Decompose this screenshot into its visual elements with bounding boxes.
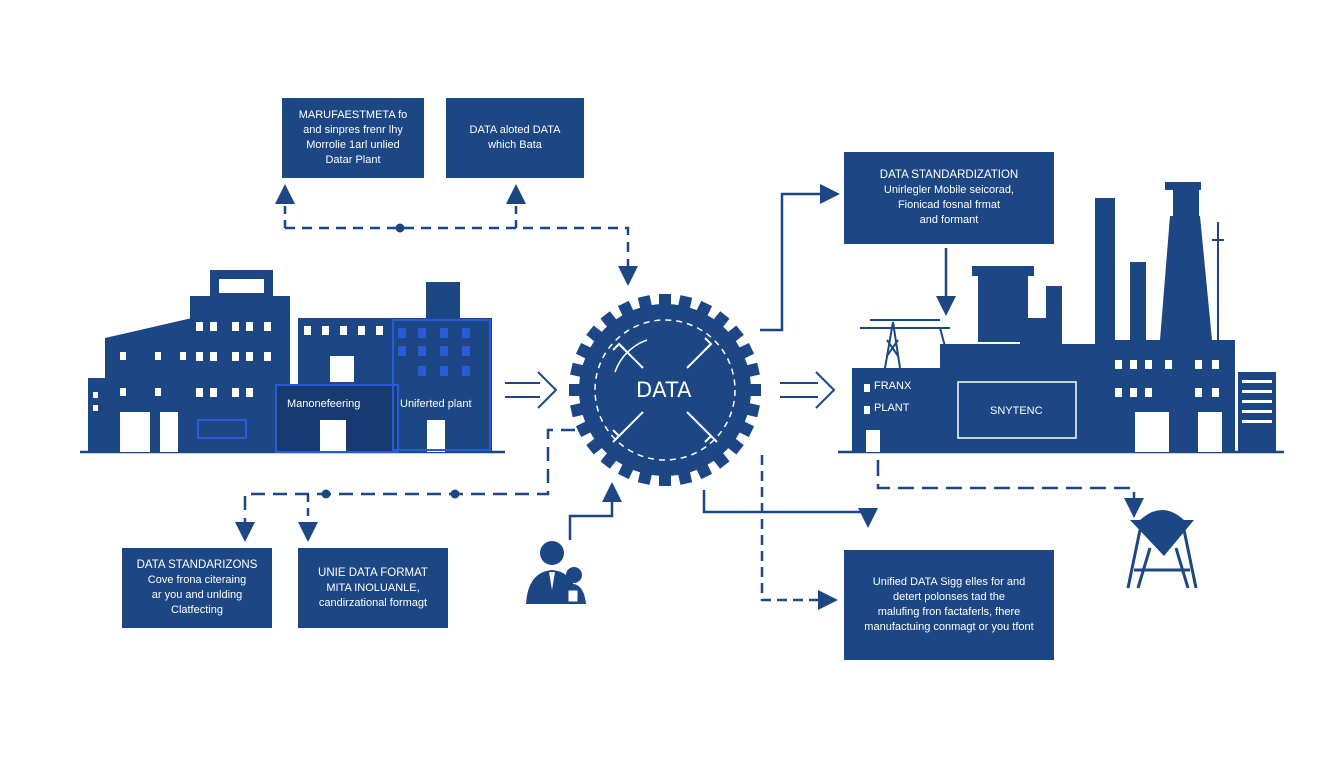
info-box-bottom-right: Unified DATA Sigg elles for and detert p… [844,550,1054,660]
info-box-bottom-left-2: UNIE DATA FORMAT MITA INOLUANLE, candirz… [298,548,448,628]
box-line: and sinpres frenr lhy [303,124,403,136]
left-building-blue-windows [398,328,470,376]
info-box-bottom-left-1: DATA STANDARIZONS Cove frona citeraing a… [122,548,272,628]
right-building-label-a-line2: PLANT [874,402,910,414]
connector-lines [235,184,1144,610]
box-line: which Bata [488,139,542,151]
box-line: MARUFAESTMETA fo [298,109,408,121]
left-building-label-a: Manonefeering [287,398,361,410]
info-box-data-standardization: DATA STANDARDIZATION Unirlegler Mobile s… [844,152,1054,244]
box-line: MITA INOLUANLE, [326,581,420,594]
box-line: Unirlegler Mobile seicorad, [883,184,1015,196]
box-line: DATA aloted DATA [469,124,561,136]
box-line: Fionicad fosnal frmat [897,199,1001,211]
box-line: and formant [919,214,979,226]
info-box-top-left-1: MARUFAESTMETA fo and sinpres frenr lhy M… [282,98,424,178]
right-building-label-a-line1: FRANX [874,380,912,392]
gear-icon [569,294,761,486]
right-plant-windows [864,360,1272,452]
center-to-right-arrows [780,371,836,409]
left-building-label-b: Uniferted plant [400,398,472,410]
center-data-label: DATA [635,378,693,402]
box-line: Cove frona citeraing [147,574,247,586]
box-line: detert polonses tad the [893,591,1005,603]
box-line: Unified DATA Sigg elles for and [872,576,1026,588]
box-line: Clatfecting [171,604,223,616]
box-heading: UNIE DATA FORMAT [318,566,428,579]
right-plant-panel [957,381,1077,439]
box-heading: DATA STANDARDIZATION [879,169,1019,181]
left-building-highlights [197,319,491,453]
box-line: Morrolie 1arl unlied [306,139,400,151]
box-line: Datar Plant [325,154,381,166]
left-building-windows [93,279,445,452]
box-line: ar you and unlding [151,589,243,601]
box-line: manufactuing conmagt or you tfont [864,621,1034,633]
connector-dots [321,223,460,499]
info-box-top-left-2: DATA aloted DATA which Bata [446,98,584,178]
funnel-icon [1126,510,1198,589]
person-icon [526,541,586,604]
right-building-label-b: SNYTENC [990,405,1043,417]
box-heading: DATA STANDARIZONS [136,559,258,571]
box-line: malufing fron factaferls, fhere [877,606,1021,618]
crane-icon [860,222,1224,369]
box-line: candirzational formagt [318,596,428,609]
left-to-center-arrows [505,371,558,409]
